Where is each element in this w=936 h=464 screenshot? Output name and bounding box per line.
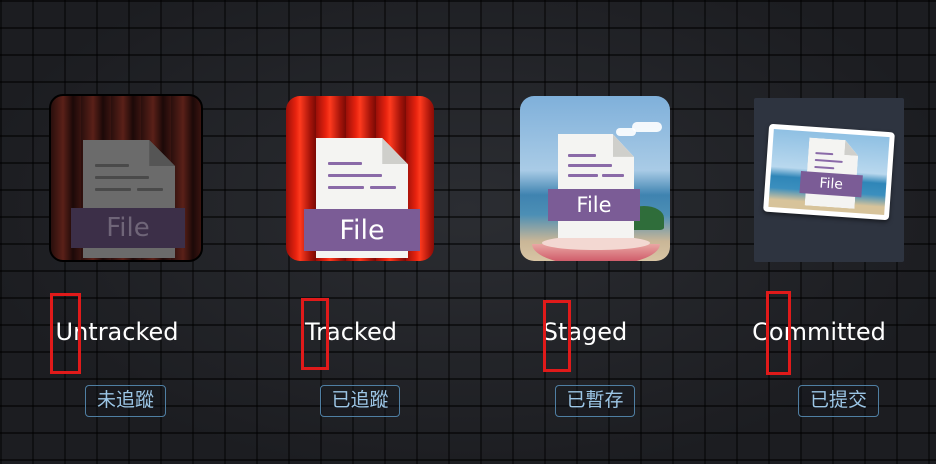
state-title: Committed bbox=[752, 318, 886, 346]
state-badge: 未追蹤 bbox=[85, 385, 166, 417]
state-badge: 已暫存 bbox=[555, 385, 635, 417]
state-committed: File Committed 已提交 bbox=[702, 0, 936, 464]
file-photo-frame-icon: File bbox=[754, 98, 904, 262]
file-label: File bbox=[548, 189, 640, 221]
file-curtain-dark-icon: File bbox=[49, 94, 203, 262]
highlight-box bbox=[50, 293, 81, 374]
state-title: Staged bbox=[542, 318, 628, 346]
file-curtain-red-icon: File bbox=[286, 96, 434, 261]
file-label: File bbox=[71, 208, 185, 248]
state-badge: 已追蹤 bbox=[320, 385, 400, 417]
state-badge: 已提交 bbox=[798, 385, 879, 417]
state-title: Untracked bbox=[55, 318, 179, 346]
highlight-box bbox=[766, 291, 791, 375]
state-title: Tracked bbox=[305, 318, 397, 346]
file-stage-pedestal-icon: File bbox=[520, 96, 670, 261]
state-staged: File Staged 已暫存 bbox=[468, 0, 702, 464]
file-label: File bbox=[304, 209, 420, 251]
file-label: File bbox=[799, 171, 863, 198]
highlight-box bbox=[543, 300, 571, 372]
state-tracked: File Tracked 已追蹤 bbox=[234, 0, 468, 464]
highlight-box bbox=[301, 298, 329, 370]
photo-frame-shape: File bbox=[763, 123, 895, 221]
document-shape bbox=[558, 134, 634, 238]
state-untracked: File Untracked 未追蹤 bbox=[0, 0, 234, 464]
